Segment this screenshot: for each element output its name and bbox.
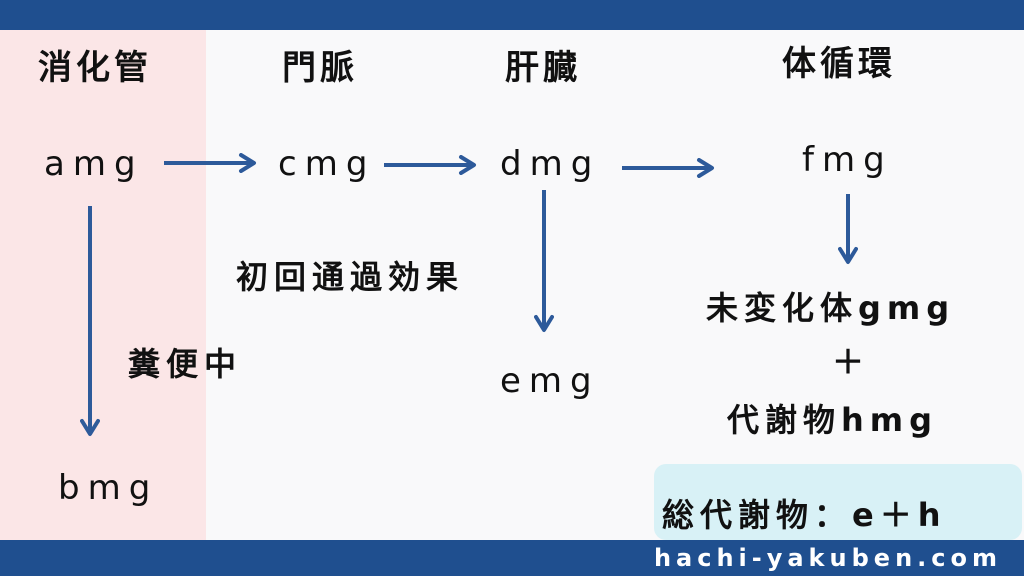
top-banner bbox=[0, 0, 1024, 30]
metabolite-label: 代謝物hmg bbox=[727, 401, 939, 439]
header-portal-vein: 門脈 bbox=[282, 48, 358, 88]
unchanged-drug-label: 未変化体gmg bbox=[706, 289, 956, 327]
header-liver: 肝臓 bbox=[505, 48, 581, 88]
plus-sign: ＋ bbox=[832, 343, 871, 381]
amount-a: amg bbox=[44, 144, 144, 184]
total-metabolites-label: 総代謝物：e＋h bbox=[662, 496, 947, 534]
amount-d: dmg bbox=[500, 144, 601, 184]
amount-e: emg bbox=[500, 361, 600, 401]
first-pass-effect-label: 初回通過効果 bbox=[236, 258, 465, 296]
gi-tract-column bbox=[0, 30, 206, 540]
amount-b: bmg bbox=[58, 468, 159, 508]
amount-f: fmg bbox=[802, 140, 893, 180]
feces-label: 糞便中 bbox=[128, 345, 243, 383]
bottom-banner: hachi-yakuben.com bbox=[0, 540, 1024, 576]
header-systemic-circulation: 体循環 bbox=[782, 44, 896, 84]
header-gi-tract: 消化管 bbox=[38, 48, 152, 88]
amount-c: cmg bbox=[278, 144, 376, 184]
site-url: hachi-yakuben.com bbox=[653, 544, 1002, 572]
total-metabolites-box bbox=[654, 464, 1022, 540]
